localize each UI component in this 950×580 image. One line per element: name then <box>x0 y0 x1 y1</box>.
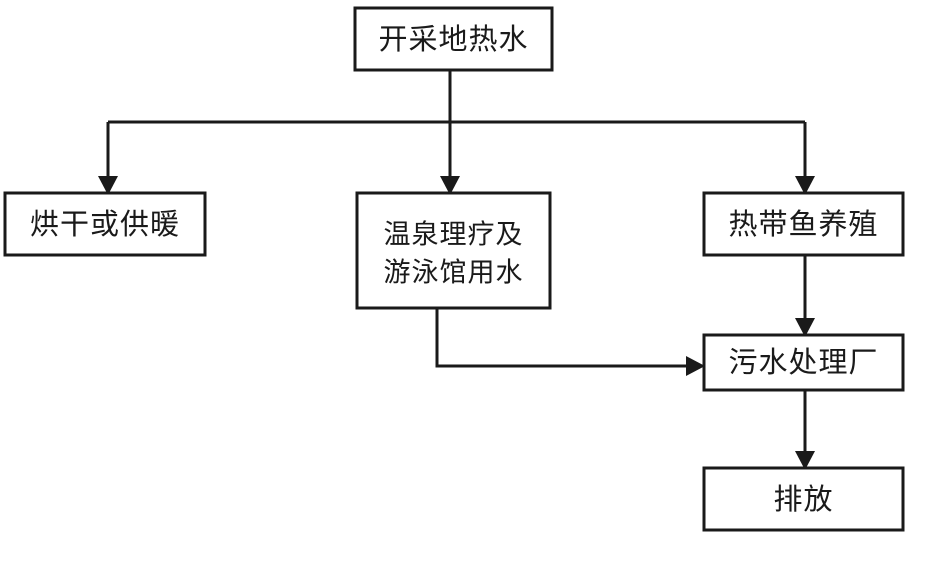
node-label-spa-pool-line1: 温泉理疗及 <box>384 220 524 251</box>
node-label-drying-heating: 烘干或供暖 <box>30 207 180 241</box>
node-label-wastewater-plant: 污水处理厂 <box>728 345 878 379</box>
node-drying-heating[interactable]: 烘干或供暖 <box>3 191 207 257</box>
arrow-head-icon <box>686 356 705 376</box>
edge-wastewater-plant-to-discharge <box>795 390 815 470</box>
edge-bus-to-drying-heating <box>98 122 118 195</box>
node-box <box>353 6 554 72</box>
arrow-head-icon <box>795 318 815 337</box>
node-box <box>702 466 905 532</box>
node-box <box>355 191 552 310</box>
node-spa-pool[interactable]: 温泉理疗及 游泳馆用水 <box>355 191 552 310</box>
arrow-head-icon <box>795 451 815 470</box>
node-source[interactable]: 开采地热水 <box>353 6 554 72</box>
node-label-spa-pool-line2: 游泳馆用水 <box>384 258 524 289</box>
arrow-head-icon <box>440 176 460 195</box>
edge-bus-to-spa-pool <box>440 122 460 195</box>
arrow-head-icon <box>98 176 118 195</box>
edge-spa-pool-to-wastewater-plant <box>435 308 705 376</box>
node-box <box>3 191 207 257</box>
node-wastewater-plant[interactable]: 污水处理厂 <box>702 333 905 392</box>
node-box <box>702 333 905 392</box>
connector-line <box>435 308 690 368</box>
edge-tropical-fish-to-wastewater-plant <box>795 255 815 337</box>
node-label-discharge: 排放 <box>773 482 833 516</box>
node-label-tropical-fish: 热带鱼养殖 <box>728 207 878 241</box>
edge-bus-to-tropical-fish <box>795 122 815 195</box>
node-box <box>702 191 905 257</box>
node-discharge[interactable]: 排放 <box>702 466 905 532</box>
node-tropical-fish[interactable]: 热带鱼养殖 <box>702 191 905 257</box>
node-label-source: 开采地热水 <box>378 22 528 56</box>
arrow-head-icon <box>795 176 815 195</box>
